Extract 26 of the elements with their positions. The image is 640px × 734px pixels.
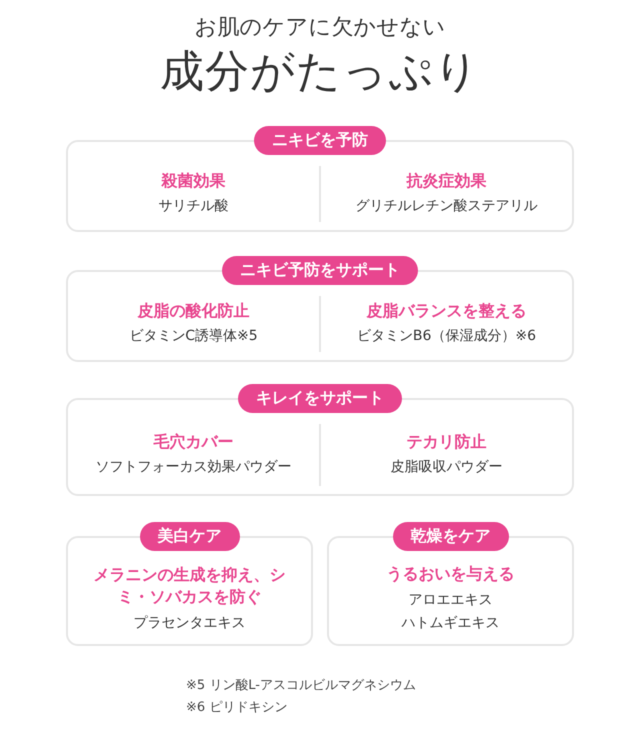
category-tag: 乾燥をケア bbox=[392, 522, 508, 551]
category-tag: キレイをサポート bbox=[238, 384, 402, 413]
subtitle: お肌のケアに欠かせない bbox=[194, 14, 446, 42]
ingredient-text: グリチルレチン酸ステアリル bbox=[356, 198, 538, 216]
ingredient-text: 皮脂吸収パウダー bbox=[390, 459, 502, 477]
ingredient-text: アロエエキス bbox=[408, 592, 492, 610]
ingredient-text: ビタミンC誘導体※5 bbox=[129, 328, 258, 346]
category-tag: ニキビ予防をサポート bbox=[222, 256, 418, 285]
ingredient-text: プラセンタエキス bbox=[134, 614, 246, 632]
footnote: ※5 リン酸L-アスコルビルマグネシウム bbox=[186, 677, 416, 694]
benefit-heading: 殺菌効果 bbox=[162, 170, 226, 192]
title: 成分がたっぷり bbox=[159, 45, 481, 99]
ingredient-text: ビタミンB6（保湿成分）※6 bbox=[356, 328, 536, 346]
benefit-heading: 皮脂の酸化防止 bbox=[138, 300, 250, 322]
benefit-heading: メラニンの生成を抑え、シミ・ソバカスを防ぐ bbox=[92, 564, 286, 608]
ingredient-text: ハトムギエキス bbox=[402, 615, 500, 633]
benefit-heading: 抗炎症効果 bbox=[406, 170, 486, 192]
benefit-heading: テカリ防止 bbox=[406, 431, 486, 454]
footnote: ※6 ピリドキシン bbox=[186, 699, 288, 716]
benefit-heading: 毛穴カバー bbox=[154, 431, 234, 454]
category-tag: 美白ケア bbox=[140, 522, 240, 551]
benefit-heading: 皮脂バランスを整える bbox=[366, 300, 526, 322]
ingredient-text: サリチル酸 bbox=[158, 198, 228, 216]
category-tag: ニキビを予防 bbox=[254, 126, 386, 155]
ingredient-text: ソフトフォーカス効果パウダー bbox=[96, 459, 292, 477]
benefit-heading: うるおいを与える bbox=[386, 563, 514, 586]
